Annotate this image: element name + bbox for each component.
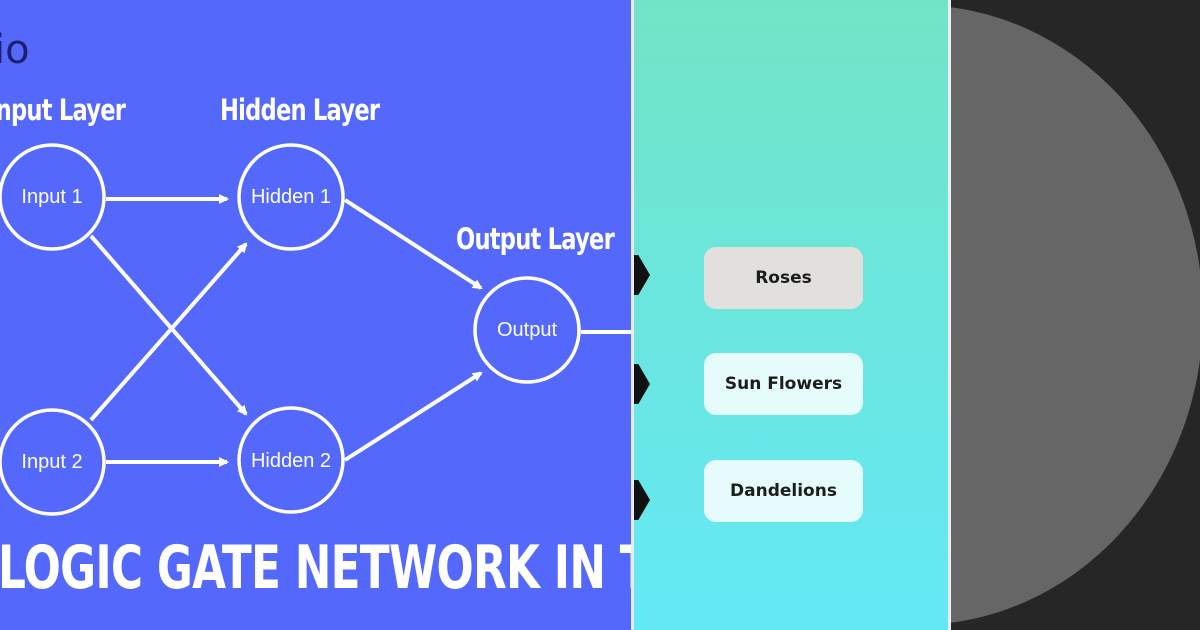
neural-network-panel: io Input Layer Hidden Layer Output Layer… xyxy=(0,0,631,630)
edge-input2-hidden1 xyxy=(89,242,248,422)
hidden1-label: Hidden 1 xyxy=(250,186,332,208)
network-diagram xyxy=(0,143,631,516)
output-label: Output xyxy=(496,319,558,341)
hidden2-label: Hidden 2 xyxy=(250,450,332,472)
option-dandelions-button[interactable]: Dandelions xyxy=(704,460,863,522)
peek-arrow-icon xyxy=(634,364,650,404)
hidden1-node xyxy=(237,143,345,251)
option-sun-flowers-button[interactable]: Sun Flowers xyxy=(704,353,863,415)
peek-arrow-icon xyxy=(634,255,650,295)
output-layer-label: Output Layer xyxy=(456,222,615,256)
input-layer-label: Input Layer xyxy=(0,93,126,127)
input2-label: Input 2 xyxy=(21,451,83,473)
edge-input1-hidden2 xyxy=(89,234,248,416)
edge-hidden1-output xyxy=(343,198,483,290)
input2-node xyxy=(0,408,106,516)
input1-node xyxy=(0,143,106,251)
banner-title: LOGIC GATE NETWORK IN TENSORFLOW xyxy=(0,533,631,603)
disc-shape xyxy=(951,5,1200,625)
panel-divider xyxy=(631,0,634,630)
panel-divider xyxy=(948,0,951,630)
option-roses-button[interactable]: Roses xyxy=(704,247,863,309)
hidden2-node xyxy=(237,406,345,514)
input1-label: Input 1 xyxy=(21,186,83,208)
brand-text: io xyxy=(0,27,30,73)
disc-panel xyxy=(951,0,1200,630)
flower-options-panel: Roses Sun Flowers Dandelions xyxy=(634,0,948,630)
peek-arrow-icon xyxy=(634,480,650,520)
output-node xyxy=(473,276,581,384)
hidden-layer-label: Hidden Layer xyxy=(220,93,380,127)
edge-hidden2-output xyxy=(343,371,483,462)
